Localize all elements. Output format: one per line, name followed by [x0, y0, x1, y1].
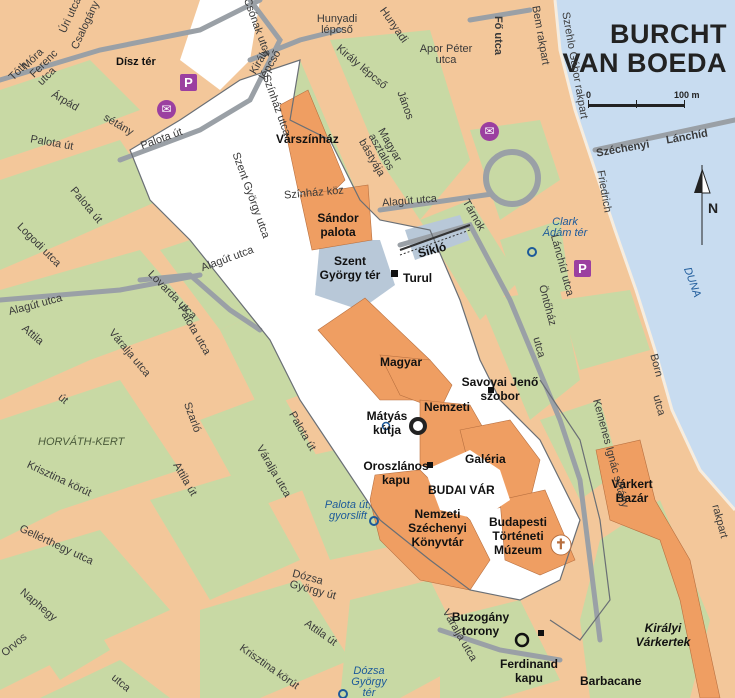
label-disz-ter[interactable]: Dísz tér — [116, 56, 156, 68]
title-line-1: BURCHT — [610, 19, 727, 49]
riverbank — [553, 0, 735, 511]
post-office-icon[interactable]: ✉ — [157, 100, 176, 119]
scale-start: 0 — [586, 90, 592, 100]
scale-end: 100 m — [674, 90, 700, 100]
label-savoyai[interactable]: Savoyai Jenő szobor — [461, 375, 539, 403]
building-sandor-palota — [299, 184, 373, 251]
parking-icon[interactable]: P — [180, 74, 197, 91]
label-dozsa-ter[interactable]: Dózsa György tér — [351, 665, 387, 698]
matyas-blue-icon — [381, 421, 391, 431]
label-barbacane[interactable]: Barbacane — [580, 674, 642, 688]
label-oroszlanos-kapu[interactable]: Oroszlános kapu — [363, 459, 429, 487]
label-sandor-palota[interactable]: Sándor palota — [317, 211, 359, 239]
label-ferdinand[interactable]: Ferdinand kapu — [499, 657, 558, 685]
turul-marker — [391, 270, 398, 277]
label-clark-adam-ter[interactable]: Clark Ádám tér — [542, 216, 588, 239]
title-line-2: VAN BOEDA — [562, 48, 727, 79]
label-varkert-bazar[interactable]: Várkert Bazár — [611, 477, 653, 505]
label-budai-var[interactable]: BUDAI VÁR — [428, 483, 495, 497]
parking-icon-2[interactable]: P — [574, 260, 591, 277]
clark-lift-icon — [527, 247, 537, 257]
savoyai-marker — [488, 387, 494, 393]
gyorslift-icon — [369, 516, 379, 526]
szent-gyorgy-plaza — [315, 240, 395, 310]
label-galeria: Galéria — [465, 452, 506, 466]
building-varkert — [595, 439, 721, 698]
label-turul[interactable]: Turul — [403, 271, 433, 285]
label-palota-gyorslift[interactable]: Palota út, gyorslift — [324, 499, 372, 522]
compass-icon: N — [694, 165, 724, 245]
roundabout — [483, 149, 541, 207]
map-title: BURCHT VAN BOEDA — [562, 19, 727, 79]
castle-walls — [129, 59, 611, 641]
oroszlanos-marker — [427, 462, 433, 468]
label-matyas-kutja[interactable]: Mátyás kútja — [366, 409, 408, 437]
label-varszinhaz[interactable]: Várszínház — [276, 132, 339, 146]
cross-icon: ✝ — [555, 536, 567, 552]
label-szent-gyorgy-ter[interactable]: Szent György tér — [319, 254, 381, 282]
street-hunyadi-lepcso: Hunyadi lépcső — [316, 13, 358, 36]
siklo-line — [399, 224, 471, 251]
markers — [391, 270, 544, 636]
dozsa-icon — [338, 689, 348, 698]
street-fo-utca: Fő utca — [492, 15, 505, 56]
label-kiralyi-varkertek[interactable]: Királyi Várkertek — [635, 621, 691, 649]
label-buzogany[interactable]: Buzogány torony — [451, 610, 510, 638]
street-apor: Apor Péter utca — [419, 43, 473, 66]
label-konyvtar[interactable]: Nemzeti Széchenyi Könyvtár — [408, 507, 467, 549]
label-magyar: Magyar — [380, 355, 423, 369]
label-horvath-kert: HORVÁTH-KERT — [38, 436, 125, 448]
ferdinand-marker — [538, 630, 544, 636]
compass-label: N — [708, 200, 719, 216]
label-nemzeti: Nemzeti — [424, 400, 471, 414]
label-tortenet-muzeum[interactable]: Budapesti Történeti Múzeum — [488, 515, 547, 557]
buzogany-tower-icon — [514, 632, 530, 648]
post-office-icon-2[interactable]: ✉ — [480, 122, 499, 141]
